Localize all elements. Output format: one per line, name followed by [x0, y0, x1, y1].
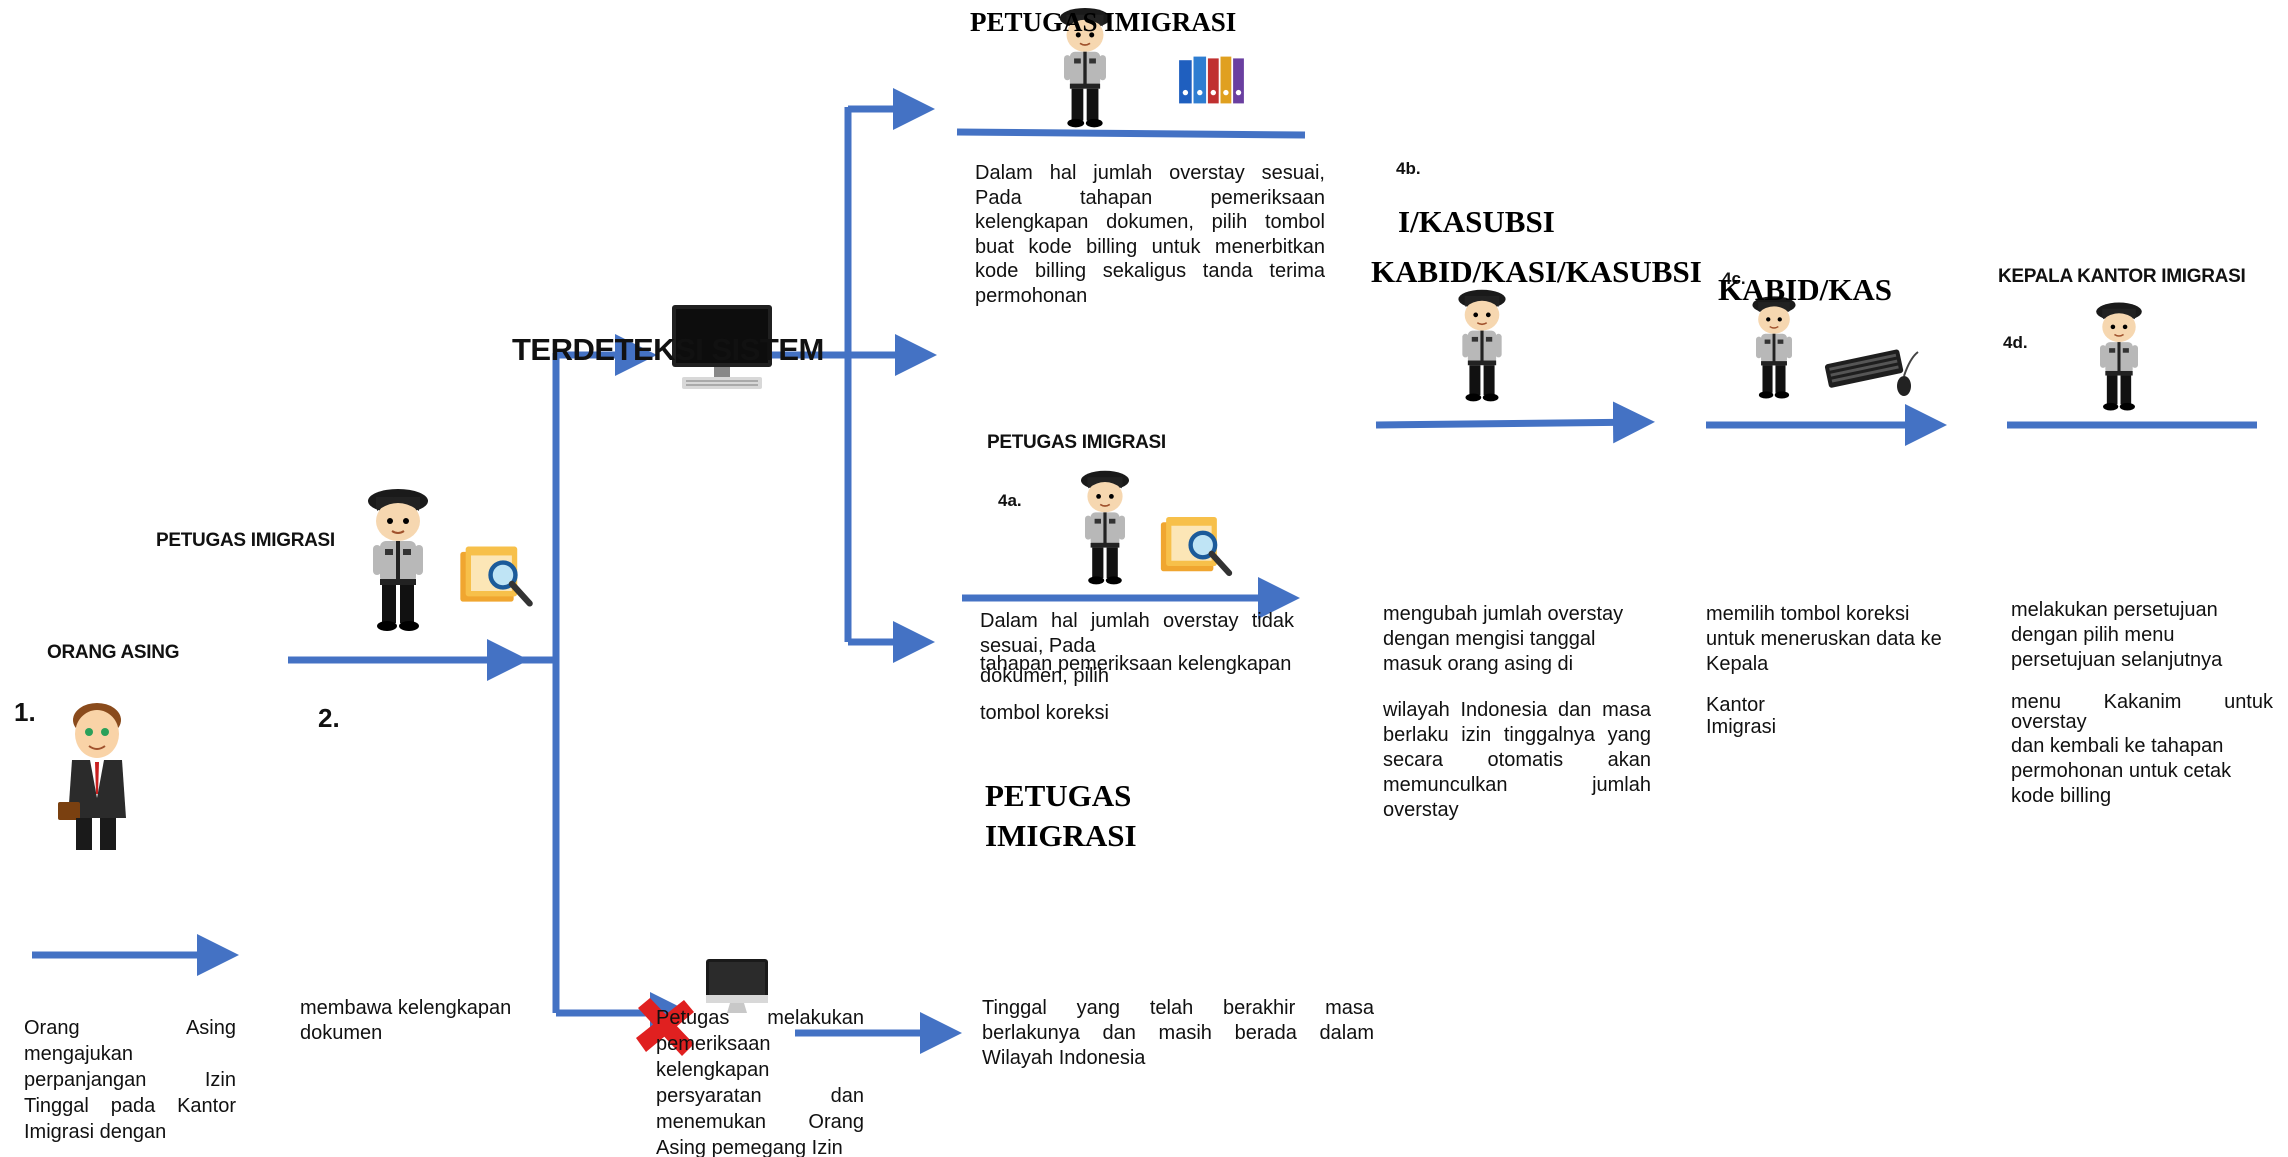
desktop-computer-icon: [672, 305, 772, 389]
terdeteksi-label: TERDETEKSI SISTEM: [512, 332, 824, 367]
memilih-description-1: memilih tombol koreksi untuk meneruskan …: [1706, 603, 1942, 675]
folder-search-icon: [455, 535, 535, 615]
step-1-number: 1.: [14, 697, 36, 727]
tidak-sesuai-line-2: dokumen, pilih: [980, 665, 1109, 687]
memilih-description-2: Kantor Imigrasi: [1706, 694, 1777, 738]
mengubah-description-2: wilayah Indonesia dan masa berlaku izin …: [1383, 699, 1651, 821]
kasubsi-label-2: KABID/KASI/KASUBSI: [1371, 254, 1702, 289]
orang-asing-description: Orang Asing mengajukan perpanjangan Izin…: [24, 1017, 236, 1143]
persetujuan-description-1: melakukan persetujuan dengan pilih menu …: [2011, 599, 2223, 671]
membawa-description: membawa kelengkapan dokumen: [300, 997, 512, 1044]
folder-search-icon: [1150, 510, 1240, 580]
businessman-icon: [58, 703, 126, 850]
kepala-label: KEPALA KANTOR IMIGRASI: [1998, 266, 2246, 287]
tidak-sesuai-line-4: tombol koreksi: [980, 702, 1109, 724]
persetujuan-description-3: dan kembali ke tahapan permohonan untuk …: [2011, 735, 2232, 807]
tinggal-description: Tinggal yang telah berakhir masa berlaku…: [982, 997, 1374, 1069]
mengubah-description-1: mengubah jumlah overstay dengan mengisi …: [1383, 603, 1624, 675]
line-petugas-top: [956, 128, 1306, 139]
petugas-big-label-1: PETUGAS: [985, 778, 1132, 813]
petugas-big-label-2: IMIGRASI: [985, 818, 1137, 853]
petugas-mid-label: PETUGAS IMIGRASI: [987, 432, 1166, 453]
officer-icon: [1070, 466, 1140, 586]
step-4c-number: 4c.: [1722, 269, 1746, 288]
step-4d-number: 4d.: [2003, 333, 2028, 352]
officer-icon: [2085, 298, 2153, 412]
step-4a-number: 4a.: [998, 491, 1022, 510]
petugas-left-label: PETUGAS IMIGRASI: [156, 530, 335, 551]
officer-icon: [1740, 292, 1808, 400]
orang-asing-label: ORANG ASING: [47, 642, 180, 663]
kabid-kas-label: KABID/KAS: [1718, 272, 1892, 307]
petugas-melakukan-description: Petugas melakukan pemeriksaan kelengkapa…: [656, 1007, 864, 1157]
arrow-4b: [1375, 401, 1655, 444]
petugas-top-label: PETUGAS IMIGRASI: [970, 7, 1237, 37]
imac-icon: [706, 959, 768, 1013]
tidak-sesuai-line-1: Dalam hal jumlah overstay tidak sesuai, …: [980, 610, 1294, 657]
step-4b-number: 4b.: [1396, 159, 1421, 178]
step-2-number: 2.: [318, 703, 340, 733]
red-cross-icon: [636, 998, 694, 1056]
officer-icon: [363, 478, 433, 638]
kasubsi-label-1: I/KASUBSI: [1398, 204, 1555, 239]
sesuai-description: Dalam hal jumlah overstay sesuai, Pada t…: [975, 162, 1325, 307]
keyboard-mouse-icon: [1824, 349, 1919, 396]
binders-icon: [1172, 53, 1260, 107]
officer-icon: [1444, 285, 1520, 403]
persetujuan-description-2: menu Kakanim untuk overstay: [2011, 691, 2273, 733]
tidak-sesuai-line-3: tahapan pemeriksaan kelengkapan: [980, 653, 1292, 675]
